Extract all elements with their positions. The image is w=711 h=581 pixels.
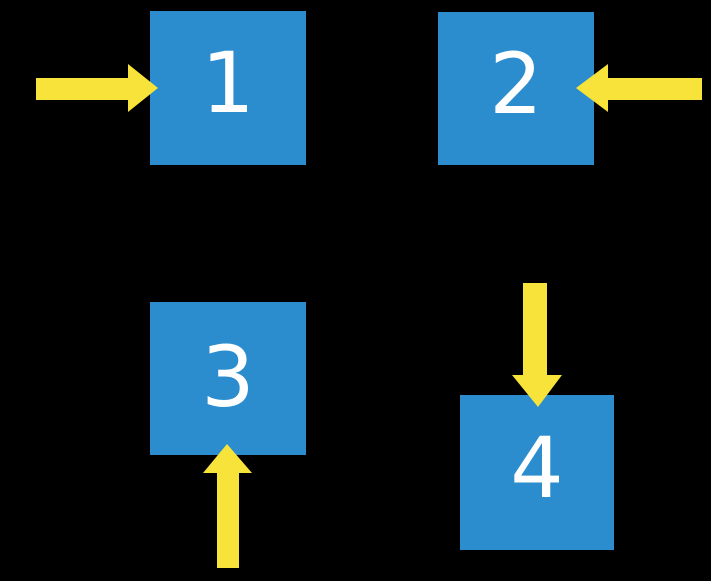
box-4-label: 4 <box>510 418 564 517</box>
box-1-label: 1 <box>201 34 255 132</box>
numbered-box-4: 4 <box>460 395 614 550</box>
arrow-right-icon <box>36 64 158 112</box>
numbered-box-2: 2 <box>438 12 594 165</box>
box-3-label: 3 <box>201 327 255 426</box>
arrow-left-icon <box>576 64 702 112</box>
arrow-up-icon <box>203 444 252 568</box>
arrow-down-icon <box>512 283 562 407</box>
numbered-box-3: 3 <box>150 302 306 455</box>
numbered-box-1: 1 <box>150 11 306 165</box>
box-2-label: 2 <box>489 34 543 133</box>
